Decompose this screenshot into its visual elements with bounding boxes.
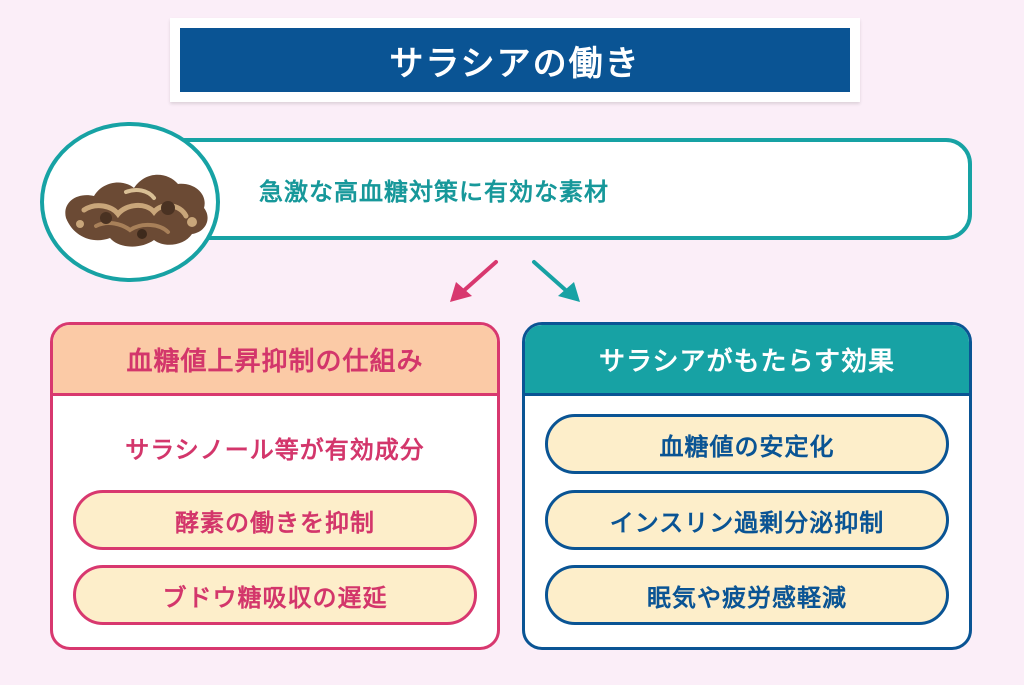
mechanism-item: ブドウ糖吸収の遅延 [73, 565, 477, 625]
arrow-right-icon [532, 260, 580, 302]
arrow-left-icon [450, 260, 498, 302]
salacia-image-circle [40, 122, 220, 282]
mechanism-heading: 血糖値上昇抑制の仕組み [53, 325, 497, 396]
mechanism-subheading: サラシノール等が有効成分 [125, 436, 425, 464]
effects-heading: サラシアがもたらす効果 [525, 325, 969, 396]
salacia-root-illustration [65, 174, 208, 247]
page-title: サラシアの働き [180, 28, 850, 92]
root-piece-icon [65, 174, 208, 247]
mechanism-item: 酵素の働きを抑制 [73, 490, 477, 550]
effects-item: 眠気や疲労感軽減 [545, 565, 949, 625]
effects-panel: サラシアがもたらす効果 血糖値の安定化 インスリン過剰分泌抑制 眠気や疲労感軽減 [522, 322, 972, 650]
title-frame: サラシアの働き [170, 18, 860, 102]
effects-item: 血糖値の安定化 [545, 414, 949, 474]
mechanism-panel: 血糖値上昇抑制の仕組み サラシノール等が有効成分 酵素の働きを抑制 ブドウ糖吸収… [50, 322, 500, 650]
intro-box: 急激な高血糖対策に有効な素材 [150, 138, 972, 240]
effects-item: インスリン過剰分泌抑制 [545, 490, 949, 550]
intro-text: 急激な高血糖対策に有効な素材 [259, 177, 609, 206]
